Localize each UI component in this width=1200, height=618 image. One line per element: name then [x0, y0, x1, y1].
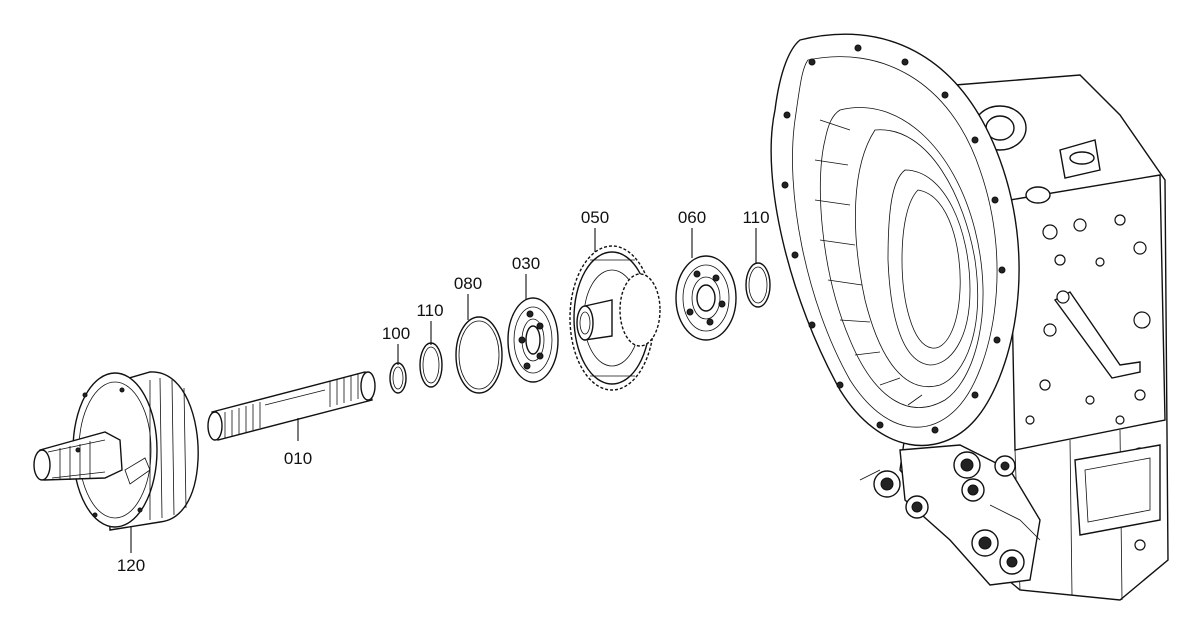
label-part-120: 120: [117, 556, 145, 575]
callout-labels: 120 010 100 110 080 030 050 060 110: [117, 208, 770, 575]
label-part-060: 060: [678, 208, 706, 227]
part-100-snap-ring: [389, 362, 407, 394]
part-080-shim: [455, 316, 503, 394]
part-060-bearing: [675, 255, 737, 341]
part-110-ring-left: [419, 342, 443, 388]
label-part-050: 050: [581, 208, 609, 227]
label-part-080: 080: [454, 274, 482, 293]
part-110-ring-right: [745, 262, 771, 308]
label-part-110-right: 110: [742, 208, 769, 227]
label-part-030: 030: [512, 254, 540, 273]
transmission-housing: [770, 33, 1169, 601]
callout-leaders: [130, 228, 757, 553]
plate-holes: [1025, 214, 1151, 551]
label-part-100: 100: [382, 324, 410, 343]
label-part-110-left: 110: [416, 301, 443, 320]
lower-fittings: [859, 444, 1041, 586]
part-120-carrier: [33, 371, 199, 531]
label-part-010: 010: [284, 449, 312, 468]
part-010-shaft: [207, 371, 376, 441]
housing-flange: [770, 33, 1020, 447]
part-030-bearing: [507, 297, 559, 383]
part-050-gear: [569, 245, 661, 391]
